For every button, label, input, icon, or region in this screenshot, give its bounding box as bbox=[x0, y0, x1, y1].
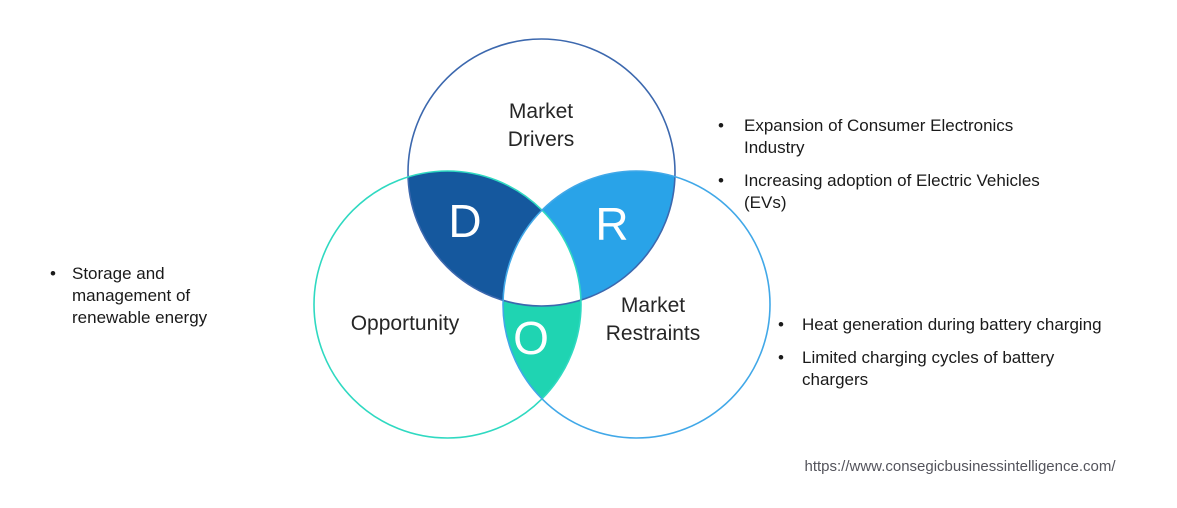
bullet-icon: • bbox=[718, 116, 724, 135]
restraints-circle-label: Market Restraints bbox=[550, 292, 756, 348]
restraints-bullet-list: • Heat generation during battery chargin… bbox=[776, 314, 1106, 402]
opportunity-label-line1: Opportunity bbox=[350, 312, 460, 335]
drivers-bullet-1: Expansion of Consumer Electronics Indust… bbox=[744, 116, 1014, 157]
drivers-label-line2: Drivers bbox=[507, 128, 575, 151]
opportunity-bullet-1: Storage and management of renewable ener… bbox=[72, 264, 208, 327]
drivers-bullet-2: Increasing adoption of Electric Vehicles… bbox=[744, 171, 1040, 212]
restraints-bullet-1: Heat generation during battery charging bbox=[802, 315, 1102, 334]
opportunity-bullet-list: • Storage and management of renewable en… bbox=[48, 263, 268, 340]
opportunity-overlap-letter: O bbox=[513, 312, 549, 364]
bullet-icon: • bbox=[50, 264, 56, 283]
drivers-label-line1: Market bbox=[508, 100, 574, 123]
list-item: • Storage and management of renewable en… bbox=[48, 263, 268, 329]
list-item: • Limited charging cycles of battery cha… bbox=[776, 347, 1106, 391]
drivers-bullet-list: • Expansion of Consumer Electronics Indu… bbox=[716, 115, 1061, 225]
opportunity-circle-outline bbox=[313, 170, 582, 439]
list-item: • Expansion of Consumer Electronics Indu… bbox=[716, 115, 1061, 159]
bullet-icon: • bbox=[778, 348, 784, 367]
drivers-overlap-letter: D bbox=[448, 195, 481, 247]
restraints-bullet-2: Limited charging cycles of battery charg… bbox=[802, 348, 1055, 389]
drivers-circle-label: Market Drivers bbox=[441, 98, 641, 154]
list-item: • Heat generation during battery chargin… bbox=[776, 314, 1106, 336]
list-item: • Increasing adoption of Electric Vehicl… bbox=[716, 170, 1061, 214]
restraints-circle-outline bbox=[502, 170, 771, 439]
restraints-label-line2: Restraints bbox=[605, 322, 701, 345]
bullet-icon: • bbox=[778, 315, 784, 334]
opportunity-circle-label: Opportunity bbox=[300, 310, 510, 338]
restraints-label-line1: Market bbox=[620, 294, 686, 317]
source-url: https://www.consegicbusinessintelligence… bbox=[804, 458, 1116, 475]
drivers-circle-outline bbox=[407, 38, 676, 307]
bullet-icon: • bbox=[718, 171, 724, 190]
restraints-overlap-letter: R bbox=[595, 198, 628, 250]
